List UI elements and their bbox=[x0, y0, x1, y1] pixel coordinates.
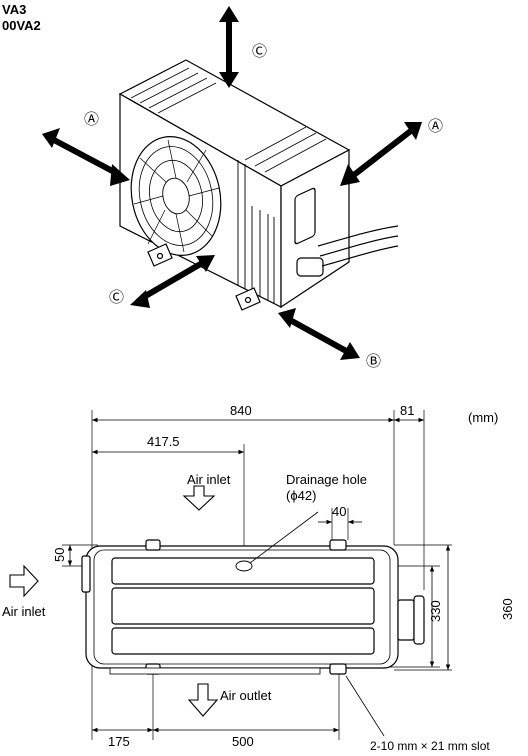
drainage-dia-label: (ϕ42) bbox=[286, 488, 316, 503]
valve-block bbox=[397, 599, 415, 641]
model-label-2: 00VA2 bbox=[2, 18, 41, 33]
clearance-arrows bbox=[42, 6, 422, 360]
pipe-1 bbox=[317, 225, 399, 247]
arrow-left-a bbox=[52, 137, 120, 177]
plan-view bbox=[9, 410, 452, 740]
arrow-right-a bbox=[348, 127, 414, 181]
model-label-1: VA3 bbox=[2, 2, 26, 17]
slot-leader bbox=[345, 675, 385, 737]
dim-175-label: 175 bbox=[108, 734, 130, 749]
side-panel bbox=[81, 555, 91, 593]
dim-50-label: 50 bbox=[52, 548, 67, 562]
service-valve bbox=[296, 257, 324, 277]
dim-330-label: 330 bbox=[428, 600, 443, 622]
slot-label: 2-10 mm × 21 mm slot bbox=[370, 739, 490, 753]
mark-c-bottom: Ⓒ bbox=[109, 288, 124, 306]
dim-840-label: 840 bbox=[230, 403, 252, 418]
drainage-hole-label: Drainage hole bbox=[286, 472, 367, 487]
dim-40-label: 40 bbox=[332, 504, 346, 519]
mark-a-left: Ⓐ bbox=[84, 110, 99, 128]
air-inlet-top-label: Air inlet bbox=[187, 472, 231, 487]
units-label: (mm) bbox=[468, 410, 498, 425]
foot-bottom-right bbox=[329, 663, 347, 675]
dim-500-label: 500 bbox=[232, 734, 254, 749]
arrow-bottom-b bbox=[288, 317, 350, 355]
pipe-3 bbox=[321, 245, 399, 267]
mark-b: Ⓑ bbox=[366, 352, 381, 370]
dim-81-label: 81 bbox=[400, 403, 414, 418]
arrow-air-inlet-left bbox=[9, 564, 39, 598]
foot-top-left bbox=[145, 539, 161, 551]
dim-360-label: 360 bbox=[500, 598, 515, 620]
valve-cover bbox=[294, 187, 316, 245]
outdoor-unit-isometric bbox=[118, 59, 399, 311]
dim-417-label: 417.5 bbox=[147, 434, 180, 449]
drainage-hole bbox=[235, 560, 253, 572]
air-outlet-label: Air outlet bbox=[220, 688, 272, 703]
pipe-2 bbox=[319, 235, 399, 257]
arrow-bottom-c bbox=[140, 259, 206, 301]
drain-leader bbox=[249, 511, 319, 564]
air-inlet-left-label: Air inlet bbox=[2, 604, 46, 619]
arrow-air-inlet-top bbox=[182, 485, 216, 511]
foot-top-right bbox=[329, 539, 347, 551]
arrow-air-outlet bbox=[187, 683, 219, 717]
mark-a-right: Ⓐ bbox=[428, 117, 443, 135]
mark-c-top: Ⓒ bbox=[252, 42, 267, 60]
